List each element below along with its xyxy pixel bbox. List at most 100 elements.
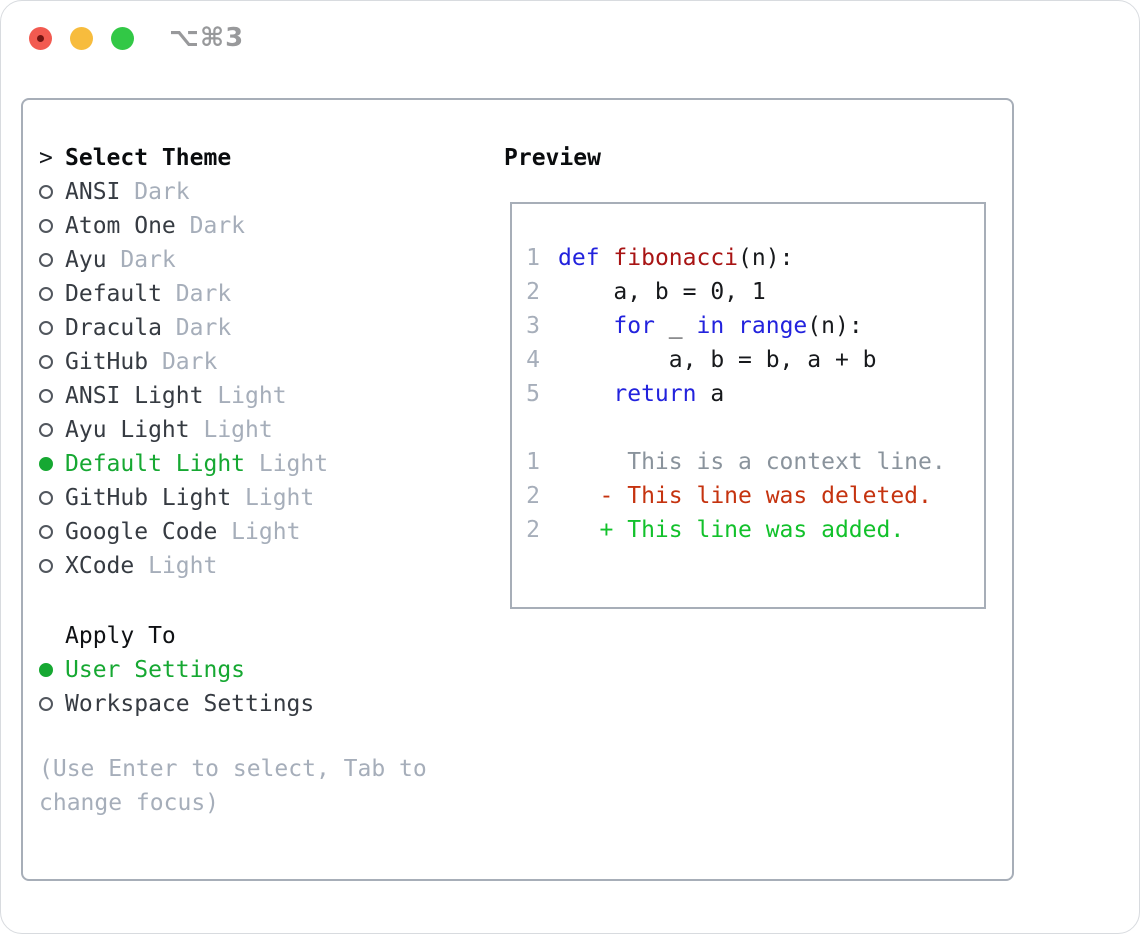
traffic-lights	[29, 27, 134, 50]
prompt-caret-icon: >	[39, 145, 53, 171]
theme-name: Google Code	[65, 519, 218, 545]
radio-icon	[39, 219, 53, 233]
titlebar: ⌥⌘3	[1, 1, 1139, 98]
theme-name: Default Light	[65, 451, 246, 477]
radio-icon	[39, 491, 53, 505]
theme-variant-badge: Dark	[161, 281, 232, 307]
apply-to-label: Workspace Settings	[65, 691, 315, 717]
code-token	[558, 381, 613, 407]
maximize-button[interactable]	[111, 27, 134, 50]
theme-option[interactable]: ANSI Light Light	[39, 379, 489, 413]
code-token: in	[696, 313, 725, 339]
hint-text: (Use Enter to select, Tab to change focus…	[39, 752, 489, 820]
radio-icon	[39, 287, 53, 301]
line-number: 1	[526, 449, 540, 475]
theme-option[interactable]: Default Dark	[39, 277, 489, 311]
theme-option[interactable]: GitHub Light Light	[39, 481, 489, 515]
theme-name: XCode	[65, 553, 135, 579]
line-number: 2	[526, 517, 540, 543]
preview-title: Preview	[504, 145, 601, 171]
radio-icon	[39, 697, 53, 711]
radio-icon	[39, 559, 53, 573]
theme-variant-badge: Light	[203, 383, 287, 409]
code-token: - This line was deleted.	[558, 483, 932, 509]
radio-icon	[39, 423, 53, 437]
code-token: _	[654, 313, 697, 339]
close-dot-icon	[37, 35, 44, 42]
code-line: 1 This is a context line.	[526, 445, 984, 479]
theme-name: Atom One	[65, 213, 176, 239]
apply-to-label: User Settings	[65, 657, 246, 683]
theme-name: Default	[65, 281, 162, 307]
theme-option[interactable]: Google Code Light	[39, 515, 489, 549]
line-number: 3	[526, 313, 540, 339]
radio-icon	[39, 355, 53, 369]
radio-icon	[39, 185, 53, 199]
theme-variant-badge: Light	[217, 519, 301, 545]
code-line: 1 def fibonacci(n):	[526, 241, 984, 275]
code-token: for	[613, 313, 655, 339]
theme-option[interactable]: Atom One Dark	[39, 209, 489, 243]
code-token: range	[738, 313, 808, 339]
code-token: fibonacci	[613, 245, 739, 271]
theme-name: ANSI Light	[65, 383, 204, 409]
line-number: 4	[526, 347, 540, 373]
theme-variant-badge: Dark	[161, 315, 232, 341]
apply-to-option[interactable]: User Settings	[39, 653, 489, 687]
code-token: a, b = b, a + b	[558, 347, 877, 373]
theme-variant-badge: Dark	[106, 247, 176, 273]
code-token: return	[613, 381, 697, 407]
code-line: 2 + This line was added.	[526, 513, 984, 547]
theme-variant-badge: Light	[134, 553, 218, 579]
theme-name: GitHub	[65, 349, 149, 375]
code-line: 4 a, b = b, a + b	[526, 343, 984, 377]
apply-to-option[interactable]: Workspace Settings	[39, 687, 489, 721]
code-token: (n):	[807, 313, 863, 339]
radio-icon	[39, 253, 53, 267]
theme-variant-badge: Dark	[148, 349, 218, 375]
hint-line: (Use Enter to select, Tab to	[39, 756, 427, 782]
theme-name: Dracula	[65, 315, 162, 341]
radio-icon	[39, 525, 53, 539]
select-theme-header: > Select Theme	[39, 141, 489, 175]
code-line: 2 - This line was deleted.	[526, 479, 984, 513]
minimize-button[interactable]	[70, 27, 93, 50]
code-token	[558, 313, 613, 339]
theme-option[interactable]: XCode Light	[39, 549, 489, 583]
line-number: 2	[526, 483, 540, 509]
select-theme-title: Select Theme	[65, 145, 232, 171]
theme-option[interactable]: Default Light Light	[39, 447, 489, 481]
theme-variant-badge: Dark	[175, 213, 246, 239]
theme-option[interactable]: ANSI Dark	[39, 175, 489, 209]
line-number: 5	[526, 381, 540, 407]
close-button[interactable]	[29, 27, 52, 50]
theme-option[interactable]: Ayu Dark	[39, 243, 489, 277]
theme-name: Ayu	[65, 247, 107, 273]
code-line	[526, 411, 984, 445]
theme-name: Ayu Light	[65, 417, 190, 443]
theme-option[interactable]: Ayu Light Light	[39, 413, 489, 447]
theme-option[interactable]: Dracula Dark	[39, 311, 489, 345]
code-token: (n):	[738, 245, 794, 271]
radio-selected-icon	[39, 663, 53, 677]
radio-icon	[39, 321, 53, 335]
line-number: 2	[526, 279, 540, 305]
code-token: a, b = 0, 1	[558, 279, 766, 305]
theme-name: GitHub Light	[65, 485, 232, 511]
code-line: 5 return a	[526, 377, 984, 411]
line-number: 1	[526, 245, 540, 271]
code-token: def	[558, 245, 600, 271]
radio-selected-icon	[39, 457, 53, 471]
theme-variant-badge: Light	[189, 417, 273, 443]
theme-option[interactable]: GitHub Dark	[39, 345, 489, 379]
code-token	[724, 313, 738, 339]
hint-line: change focus)	[39, 790, 220, 816]
theme-variant-badge: Light	[245, 451, 329, 477]
